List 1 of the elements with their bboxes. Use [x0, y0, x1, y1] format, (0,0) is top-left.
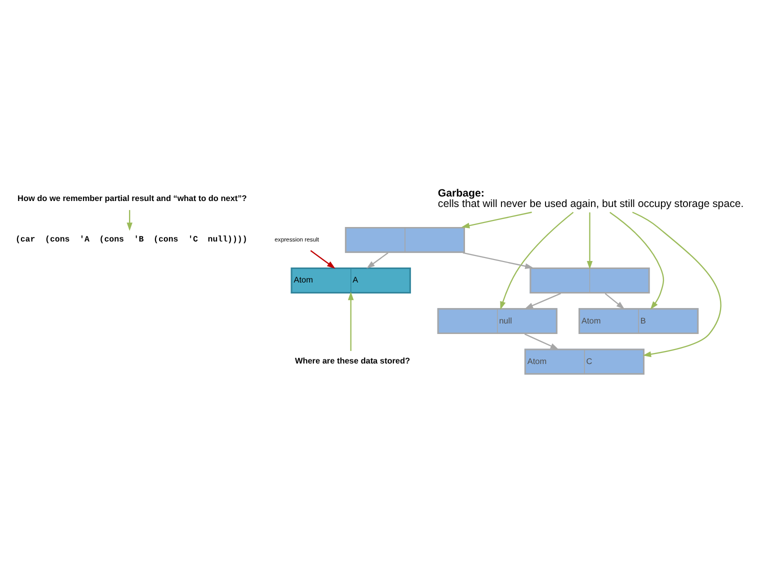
- node-text: Garbage: cells that will never be used again, but still occupy storage space.: [438, 188, 744, 210]
